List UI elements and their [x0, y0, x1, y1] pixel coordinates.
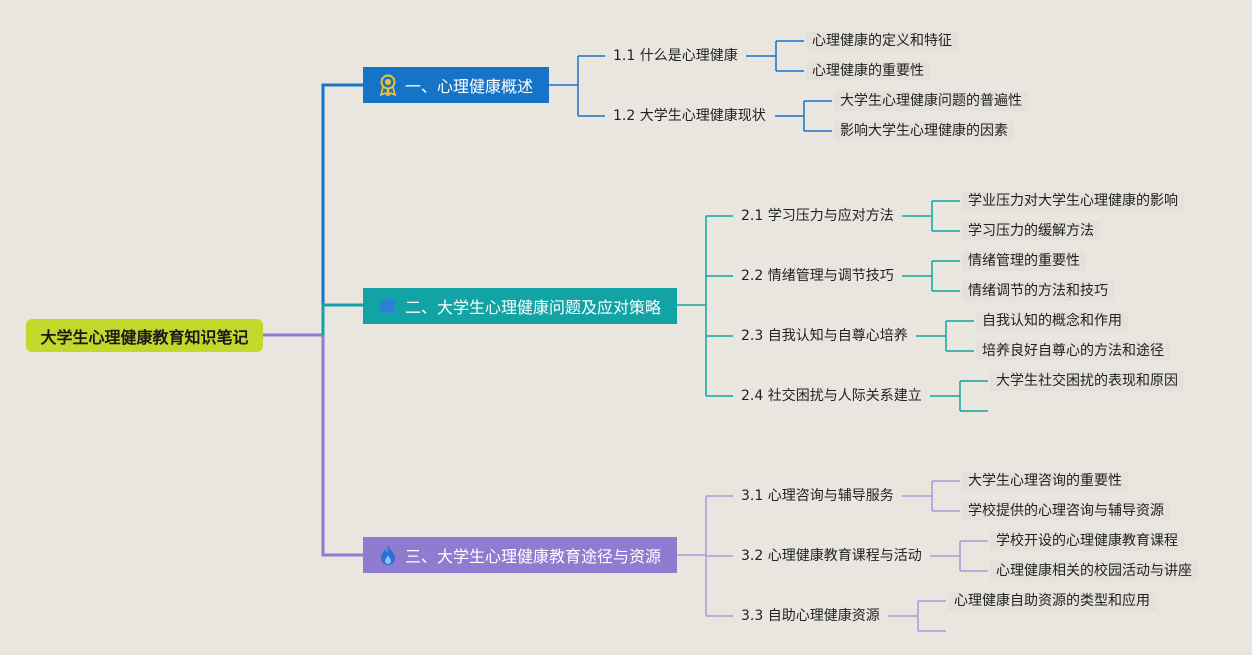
leaf-node[interactable]: 情绪管理的重要性	[962, 251, 1086, 271]
puzzle-piece-icon	[377, 295, 399, 317]
leaf-node[interactable]: 大学生心理健康问题的普遍性	[834, 91, 1028, 111]
branch-label: 二、大学生心理健康问题及应对策略	[405, 298, 662, 317]
sub-node-2-3[interactable]: 2.3 自我认知与自尊心培养	[741, 328, 908, 344]
leaf-node[interactable]: 影响大学生心理健康的因素	[834, 121, 1014, 141]
sub-node-2-4[interactable]: 2.4 社交困扰与人际关系建立	[741, 388, 922, 404]
sub-node-1-2[interactable]: 1.2 大学生心理健康现状	[613, 108, 766, 124]
leaf-node[interactable]: 心理健康的重要性	[806, 61, 930, 81]
branch-node-problems[interactable]: 二、大学生心理健康问题及应对策略	[363, 288, 677, 324]
sub-node-2-1[interactable]: 2.1 学习压力与应对方法	[741, 208, 894, 224]
leaf-node[interactable]: 心理健康自助资源的类型和应用	[948, 591, 1156, 611]
leaf-node[interactable]: 心理健康相关的校园活动与讲座	[990, 561, 1198, 581]
branch-node-resources[interactable]: 三、大学生心理健康教育途径与资源	[363, 537, 677, 573]
leaf-node[interactable]: 大学生社交困扰的表现和原因	[990, 371, 1184, 391]
root-node[interactable]: 大学生心理健康教育知识笔记	[26, 319, 263, 352]
leaf-node[interactable]: 培养良好自尊心的方法和途径	[976, 341, 1170, 361]
branch-node-overview[interactable]: 一、心理健康概述	[363, 67, 549, 103]
leaf-node[interactable]: 心理健康的定义和特征	[806, 31, 958, 51]
leaf-node[interactable]: 学校提供的心理咨询与辅导资源	[962, 501, 1170, 521]
leaf-node[interactable]: 自我认知的概念和作用	[976, 311, 1128, 331]
branch-label: 一、心理健康概述	[405, 77, 534, 96]
sub-node-3-1[interactable]: 3.1 心理咨询与辅导服务	[741, 488, 894, 504]
leaf-node[interactable]: 大学生心理咨询的重要性	[962, 471, 1128, 491]
flame-icon	[377, 544, 399, 566]
sub-node-3-2[interactable]: 3.2 心理健康教育课程与活动	[741, 548, 922, 564]
sub-node-3-3[interactable]: 3.3 自助心理健康资源	[741, 608, 880, 624]
leaf-node-empty[interactable]	[990, 401, 1002, 421]
leaf-node-empty[interactable]	[948, 621, 960, 641]
leaf-node[interactable]: 学业压力对大学生心理健康的影响	[962, 191, 1184, 211]
leaf-node[interactable]: 情绪调节的方法和技巧	[962, 281, 1114, 301]
root-label: 大学生心理健康教育知识笔记	[40, 327, 249, 347]
award-ribbon-icon	[377, 74, 399, 96]
leaf-node[interactable]: 学校开设的心理健康教育课程	[990, 531, 1184, 551]
sub-node-1-1[interactable]: 1.1 什么是心理健康	[613, 48, 738, 64]
sub-node-2-2[interactable]: 2.2 情绪管理与调节技巧	[741, 268, 894, 284]
branch-label: 三、大学生心理健康教育途径与资源	[405, 547, 662, 566]
leaf-node[interactable]: 学习压力的缓解方法	[962, 221, 1100, 241]
